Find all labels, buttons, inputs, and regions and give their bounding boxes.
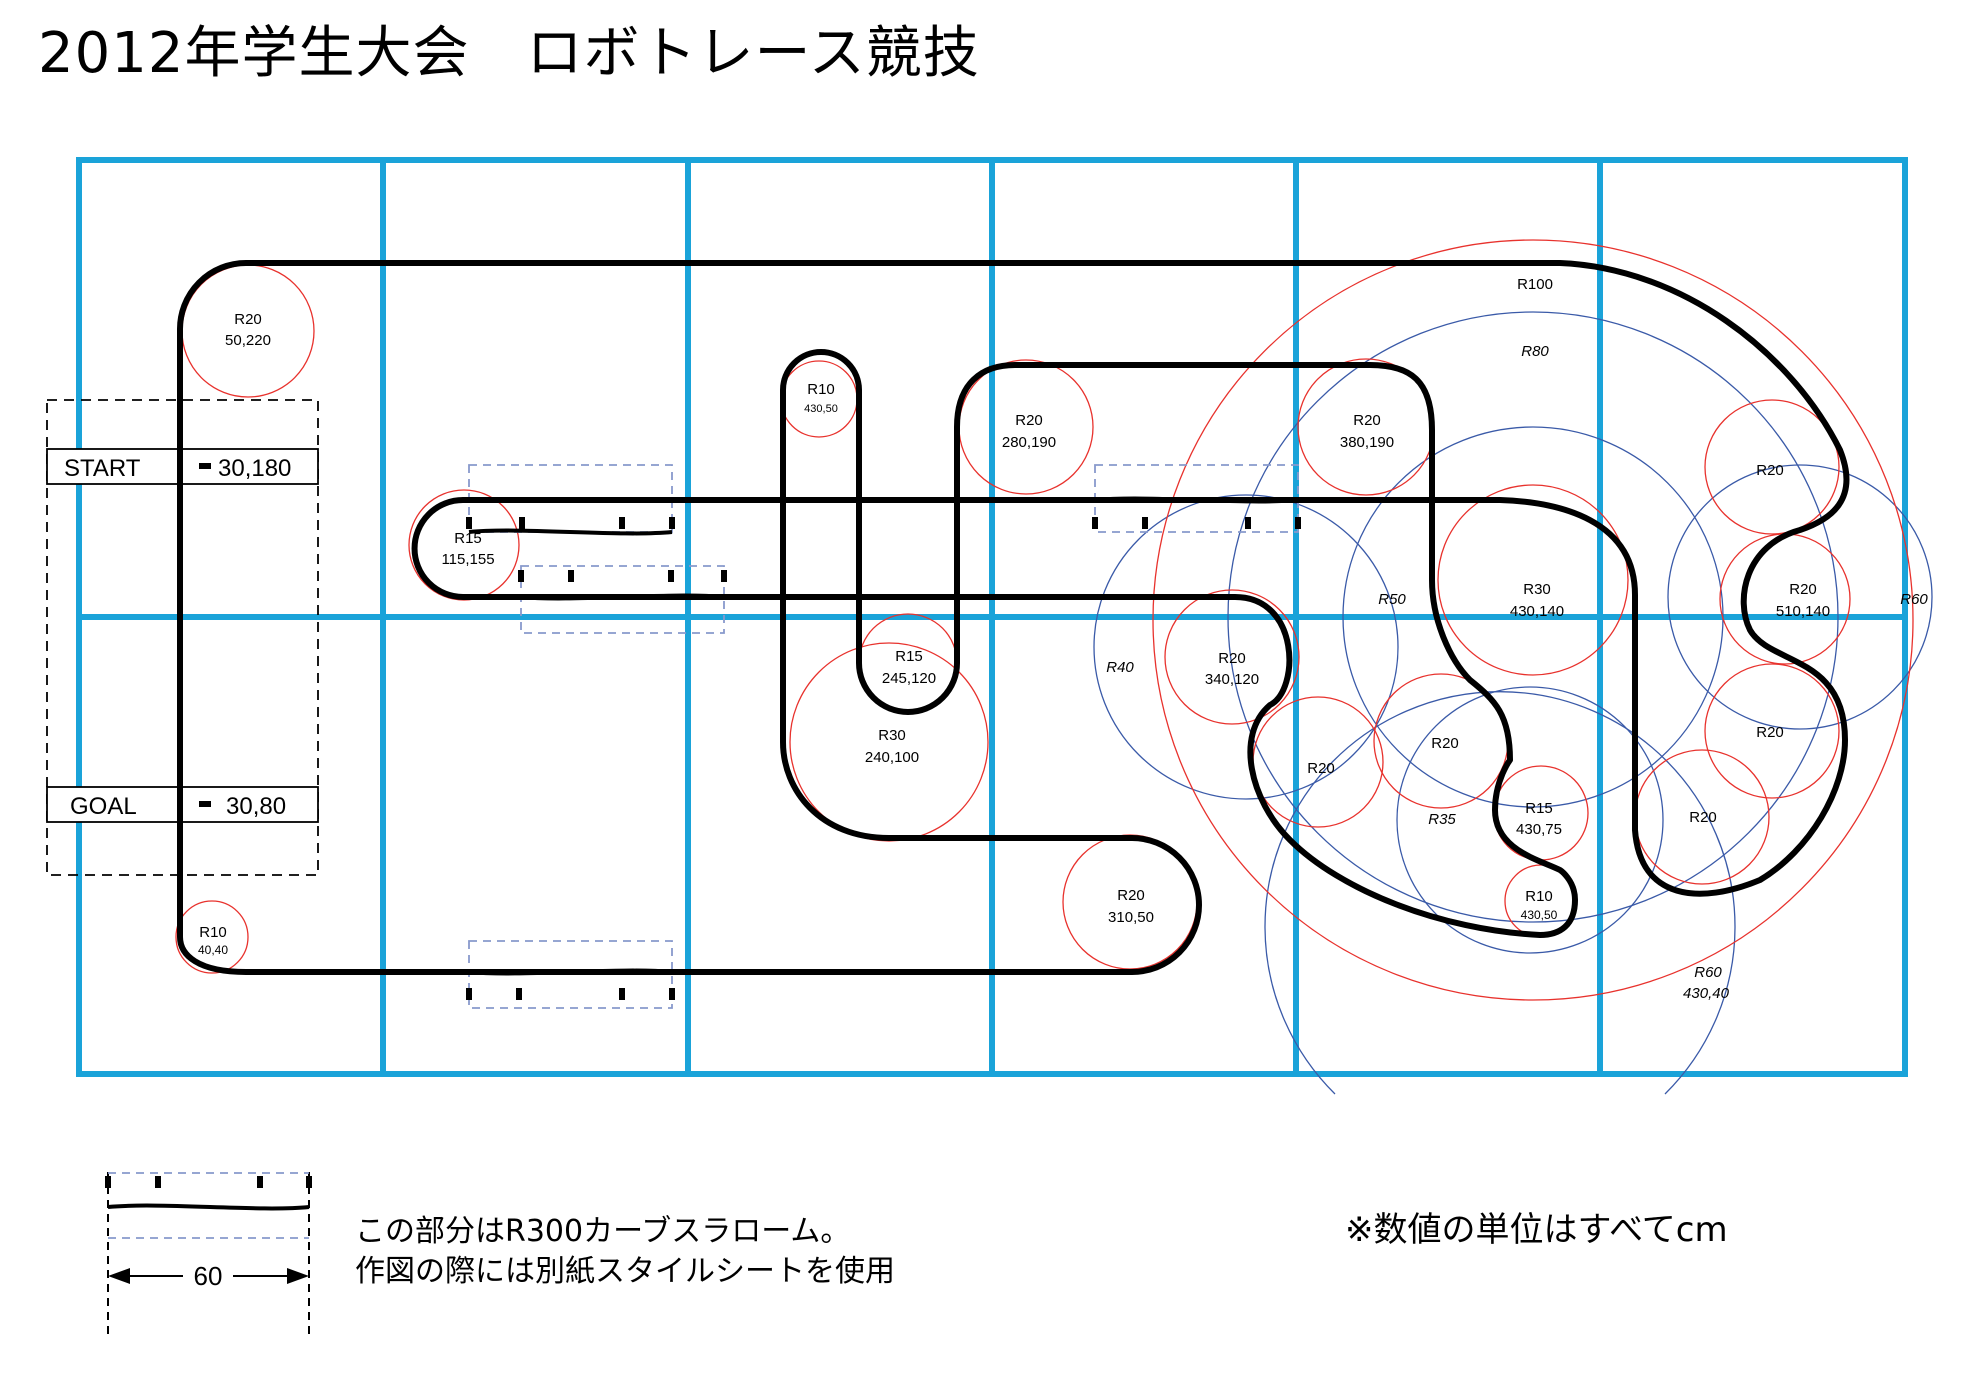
arc-center-label: 50,220 bbox=[225, 332, 271, 349]
arc-radius-label-r100: R100 bbox=[1517, 276, 1553, 293]
arc-radius-label: R20 bbox=[1756, 724, 1784, 741]
guide-circle-r80 bbox=[1227, 311, 1839, 923]
arc-center-label: 310,50 bbox=[1108, 909, 1154, 926]
floor-grid bbox=[76, 157, 1908, 1077]
slalom-curve bbox=[520, 593, 725, 601]
start-label: START bbox=[64, 455, 141, 482]
arc-radius-label: R10 bbox=[1525, 888, 1553, 905]
legend-note-line2: 作図の際には別紙スタイルシートを使用 bbox=[355, 1254, 895, 1289]
arc-radius-label: R30 bbox=[1523, 581, 1551, 598]
arc-radius-label: R20 bbox=[1789, 581, 1817, 598]
arc-center-label: 430,50 bbox=[1521, 908, 1558, 922]
arc-center-label: 430,75 bbox=[1516, 821, 1562, 838]
slalom-curve bbox=[468, 968, 673, 976]
arc-center-label: 430,50 bbox=[804, 403, 838, 415]
arc-radius-label: R20 bbox=[1689, 809, 1717, 826]
guide-label-r35: R35 bbox=[1428, 811, 1456, 828]
arc-radius-label: R20 bbox=[1756, 462, 1784, 479]
guide-labels: R80 R50 R40 R60 R35 R60 430,40 bbox=[1106, 343, 1928, 1002]
arc-center-label: 340,120 bbox=[1205, 671, 1259, 688]
guide-label-r60: R60 bbox=[1900, 591, 1928, 608]
arc-radius-label: R30 bbox=[878, 727, 906, 744]
arc-center-label: 240,100 bbox=[865, 749, 919, 766]
arc-center-label: 245,120 bbox=[882, 670, 936, 687]
arc-radius-label: R15 bbox=[454, 530, 482, 547]
goal-marker bbox=[199, 801, 211, 807]
slalom-curve bbox=[1094, 496, 1299, 504]
course-line bbox=[176, 260, 1850, 975]
arc-radius-label: R10 bbox=[807, 381, 835, 398]
guide-center-label: 430,40 bbox=[1683, 985, 1730, 1002]
goal-coord: 30,80 bbox=[226, 793, 286, 820]
start-marker bbox=[199, 463, 211, 469]
unit-note: ※数値の単位はすべてcm bbox=[1345, 1210, 1728, 1250]
arc-radius-label: R15 bbox=[1525, 800, 1553, 817]
arc-center-label: 430,140 bbox=[1510, 603, 1564, 620]
slalom-curves bbox=[468, 496, 1299, 976]
page-title: 2012年学生大会 ロボトレース競技 bbox=[38, 21, 980, 86]
dimension-arrow-right bbox=[287, 1268, 309, 1284]
guide-circle-r60-right bbox=[1667, 464, 1933, 730]
arc-circle bbox=[1719, 533, 1851, 665]
arc-circle-r100 bbox=[1152, 239, 1914, 1001]
legend-sample: 60 bbox=[105, 1172, 312, 1336]
arc-radius-label: R20 bbox=[1307, 760, 1335, 777]
arc-radius-label: R15 bbox=[895, 648, 923, 665]
guide-circle-r60-bottom bbox=[1264, 691, 1736, 1095]
guide-label-r50: R50 bbox=[1378, 591, 1406, 608]
guide-circles bbox=[1093, 311, 1933, 1095]
arc-center-label: 40,40 bbox=[198, 943, 228, 957]
slalom-curve bbox=[468, 528, 673, 536]
arc-circle bbox=[1164, 589, 1300, 725]
dimension-arrow-left bbox=[108, 1268, 130, 1284]
slalom-markers bbox=[466, 517, 1301, 1000]
arc-center-label: 280,190 bbox=[1002, 434, 1056, 451]
arc-circle bbox=[1704, 399, 1840, 535]
dimension-label-bg bbox=[183, 1262, 233, 1290]
arc-radius-label: R20 bbox=[1218, 650, 1246, 667]
legend-slalom-curve bbox=[107, 1203, 310, 1211]
guide-circle-r35 bbox=[1396, 686, 1664, 954]
goal-label: GOAL bbox=[70, 793, 137, 820]
guide-label-r40: R40 bbox=[1106, 659, 1134, 676]
arc-circle bbox=[1437, 484, 1629, 676]
guide-circle-r40 bbox=[1093, 494, 1399, 800]
arc-radius-label: R20 bbox=[1353, 412, 1381, 429]
guide-label-r80: R80 bbox=[1521, 343, 1549, 360]
arc-radius-label: R10 bbox=[199, 924, 227, 941]
arc-center-label: 115,155 bbox=[441, 551, 494, 568]
guide-label-r60-bottom: R60 bbox=[1694, 964, 1722, 981]
arc-circle bbox=[181, 264, 315, 398]
dimension-label: 60 bbox=[194, 1261, 223, 1291]
arc-radius-label: R20 bbox=[1015, 412, 1043, 429]
arc-radius-label: R20 bbox=[234, 311, 262, 328]
arc-labels: R20 50,220 R10 40,40 R15 115,155 R10 430… bbox=[198, 276, 1830, 957]
arc-radius-label: R20 bbox=[1117, 887, 1145, 904]
arc-circle bbox=[175, 900, 249, 974]
arc-center-label: 510,140 bbox=[1776, 603, 1830, 620]
start-goal-labels: START 30,180 GOAL 30,80 bbox=[64, 455, 291, 820]
arc-center-label: 380,190 bbox=[1340, 434, 1394, 451]
arc-circle bbox=[1704, 663, 1840, 799]
start-coord: 30,180 bbox=[218, 455, 291, 482]
arc-circle bbox=[780, 360, 858, 438]
arc-radius-label: R20 bbox=[1431, 735, 1459, 752]
legend-note-line1: この部分はR300カーブスラローム。 bbox=[355, 1214, 851, 1249]
